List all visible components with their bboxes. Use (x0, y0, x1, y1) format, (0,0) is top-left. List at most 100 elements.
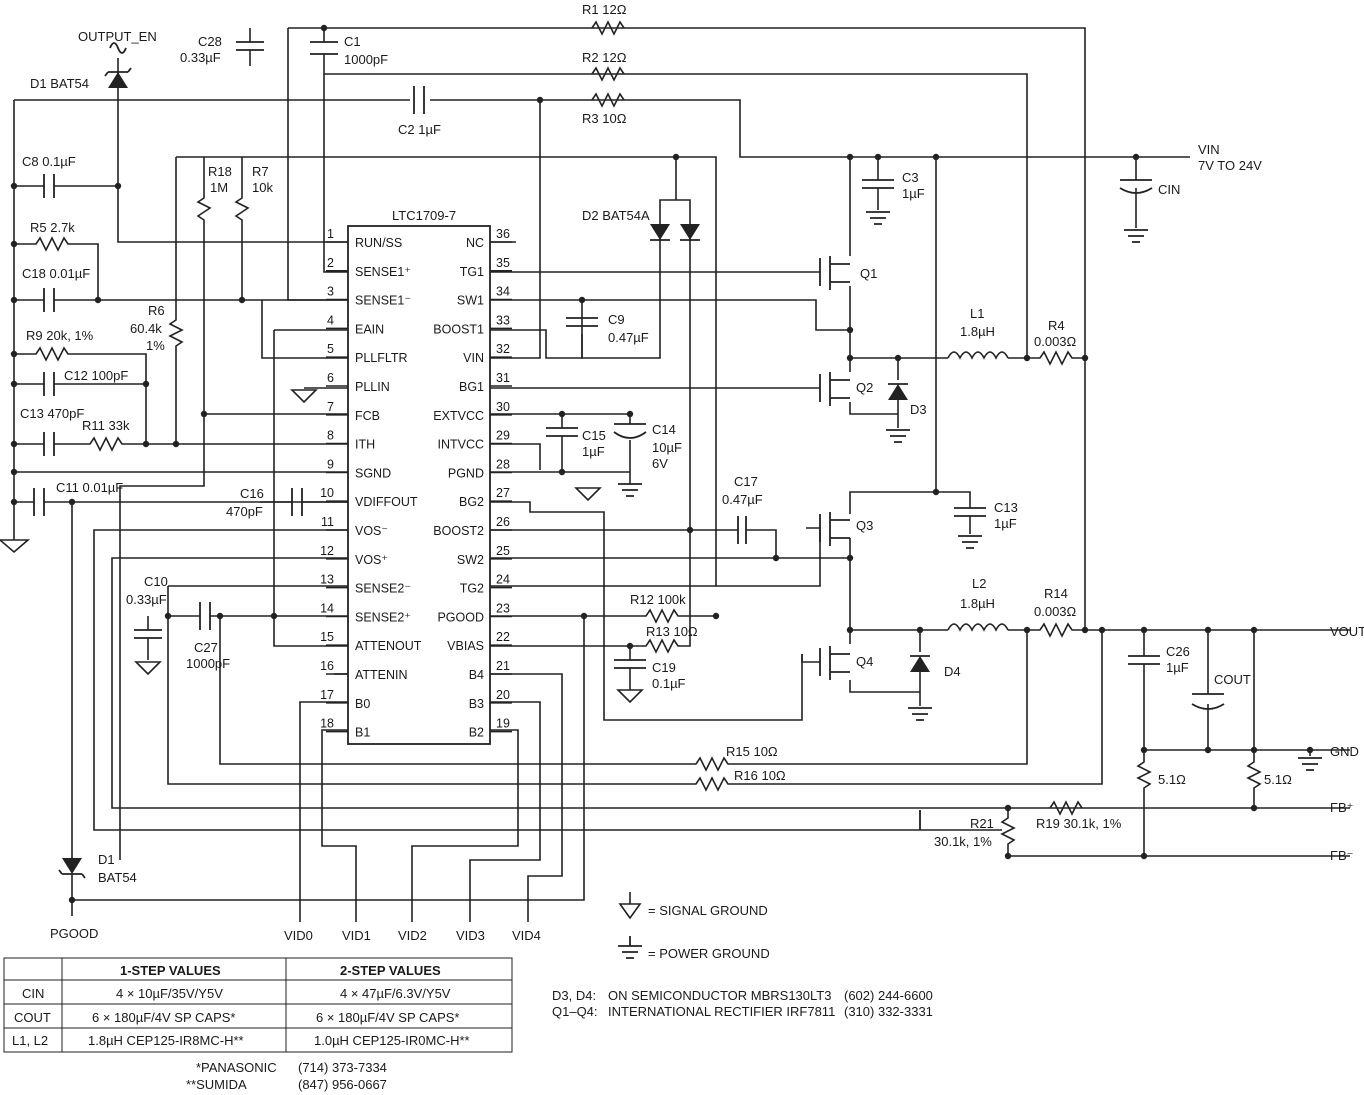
pin-name: SGND (355, 466, 391, 480)
pin-name: VIN (463, 351, 484, 365)
table-header-1step: 1-STEP VALUES (120, 963, 221, 978)
svg-text:R14: R14 (1044, 586, 1068, 601)
svg-text:5.1Ω: 5.1Ω (1264, 772, 1292, 787)
svg-text:= SIGNAL GROUND: = SIGNAL GROUND (648, 903, 768, 918)
pin-name: ATTENIN (355, 668, 408, 682)
output-en-label: OUTPUT_EN (78, 29, 157, 44)
wire-gate-q3 (806, 527, 821, 587)
mosfet-q1 (819, 256, 850, 290)
svg-text:D2 BAT54A: D2 BAT54A (582, 208, 650, 223)
pin-name: SENSE1⁺ (355, 265, 411, 279)
wire-c9 (581, 232, 661, 359)
cap-c9 (566, 317, 598, 327)
pin-number: 3 (327, 285, 334, 299)
mosfet-q2 (819, 372, 850, 406)
pin-number: 15 (320, 630, 334, 644)
pin-name: PLLFLTR (355, 351, 408, 365)
svg-text:VID0: VID0 (284, 928, 313, 943)
power-ground-out (1298, 757, 1322, 771)
svg-text:PGOOD: PGOOD (50, 926, 98, 941)
table-header-2step: 2-STEP VALUES (340, 963, 441, 978)
cap-c26 (1128, 655, 1160, 665)
wire-q1-q2 (849, 157, 898, 415)
svg-text:CIN: CIN (22, 986, 44, 1001)
svg-text:1µF: 1µF (582, 444, 605, 459)
cap-c11 (33, 488, 45, 516)
footnotes: *PANASONIC (714) 373-7334 **SUMIDA (847)… (186, 988, 933, 1092)
svg-text:Q1–Q4:: Q1–Q4: (552, 1004, 598, 1019)
svg-text:C12 100pF: C12 100pF (64, 368, 128, 383)
pin-name: VOS⁻ (355, 524, 388, 538)
svg-text:1000pF: 1000pF (344, 52, 388, 67)
pin-name: B1 (355, 726, 370, 740)
diode-d4 (910, 656, 930, 672)
res-r12 (584, 608, 716, 624)
svg-text:R6: R6 (148, 303, 165, 318)
ic-ltc1709-7 (347, 225, 491, 745)
cap-c3 (862, 179, 894, 189)
pin-name: TG2 (460, 582, 484, 596)
pin-name: EAIN (355, 322, 384, 336)
svg-text:0.1µF: 0.1µF (652, 676, 686, 691)
svg-text:6V: 6V (652, 456, 668, 471)
cap-c19 (614, 659, 646, 669)
svg-text:L1: L1 (970, 306, 984, 321)
pin-name: VOS⁺ (355, 553, 388, 567)
svg-text:L2: L2 (972, 576, 986, 591)
signal-ground-pllin (290, 389, 318, 404)
pin-number: 11 (321, 515, 334, 529)
signal-ground-pgnd (574, 487, 602, 502)
pin-number: 26 (496, 515, 510, 529)
pin-number: 6 (327, 371, 334, 385)
svg-text:GND: GND (1330, 744, 1359, 759)
svg-text:(310) 332-3331: (310) 332-3331 (844, 1004, 933, 1019)
svg-text:FB⁺: FB⁺ (1330, 800, 1353, 815)
svg-text:R2 12Ω: R2 12Ω (582, 50, 627, 65)
pin-number: 18 (320, 717, 334, 731)
wire-c13-right (849, 157, 971, 534)
svg-text:D1 BAT54: D1 BAT54 (30, 76, 89, 91)
pin-name: SENSE2⁻ (355, 582, 411, 596)
diode-d2 (650, 224, 700, 240)
pin-number: 13 (320, 573, 334, 587)
svg-text:0.47µF: 0.47µF (608, 330, 649, 345)
pin-number: 5 (327, 342, 334, 356)
cap-c10 (134, 629, 162, 639)
cap-c8 (43, 174, 55, 198)
svg-text:1.8µH: 1.8µH (960, 596, 995, 611)
svg-text:(714) 373-7334: (714) 373-7334 (298, 1060, 387, 1075)
svg-text:= POWER GROUND: = POWER GROUND (648, 946, 770, 961)
junctions (10, 24, 1314, 904)
svg-text:COUT: COUT (14, 1010, 51, 1025)
pin-number: 14 (320, 601, 334, 615)
svg-text:R9 20k, 1%: R9 20k, 1% (26, 328, 94, 343)
pin-name: BOOST2 (433, 524, 484, 538)
pin-name: SW1 (457, 294, 484, 308)
signal-ground-icon (618, 892, 642, 920)
pin-name: EXTVCC (433, 409, 484, 423)
res-5r1-b (1246, 750, 1262, 808)
svg-text:D3: D3 (910, 402, 927, 417)
svg-text:0.003Ω: 0.003Ω (1034, 604, 1077, 619)
wire-vin-pin (490, 100, 541, 359)
svg-text:VID4: VID4 (512, 928, 541, 943)
pin-number: 27 (496, 486, 510, 500)
svg-text:C16: C16 (240, 486, 264, 501)
res-r14-vout (1008, 622, 1350, 638)
svg-text:R3 10Ω: R3 10Ω (582, 111, 627, 126)
res-r5 (14, 236, 99, 300)
wire-gate-q4 (801, 654, 920, 693)
pin-number: 34 (496, 285, 510, 299)
res-r16 (167, 616, 1103, 792)
power-ground-d4 (908, 707, 932, 721)
pin-number: 2 (327, 256, 334, 270)
wire-bg2 (490, 501, 803, 721)
pin-name: B2 (469, 726, 484, 740)
pin-name: PGND (448, 466, 484, 480)
cap-c13-left (43, 432, 55, 456)
wire-gates-q1-q2 (806, 271, 820, 389)
diode-d1-top (108, 72, 128, 88)
wire-eain-attenout (273, 329, 348, 647)
svg-text:D1: D1 (98, 852, 115, 867)
res-r7 (234, 157, 250, 300)
